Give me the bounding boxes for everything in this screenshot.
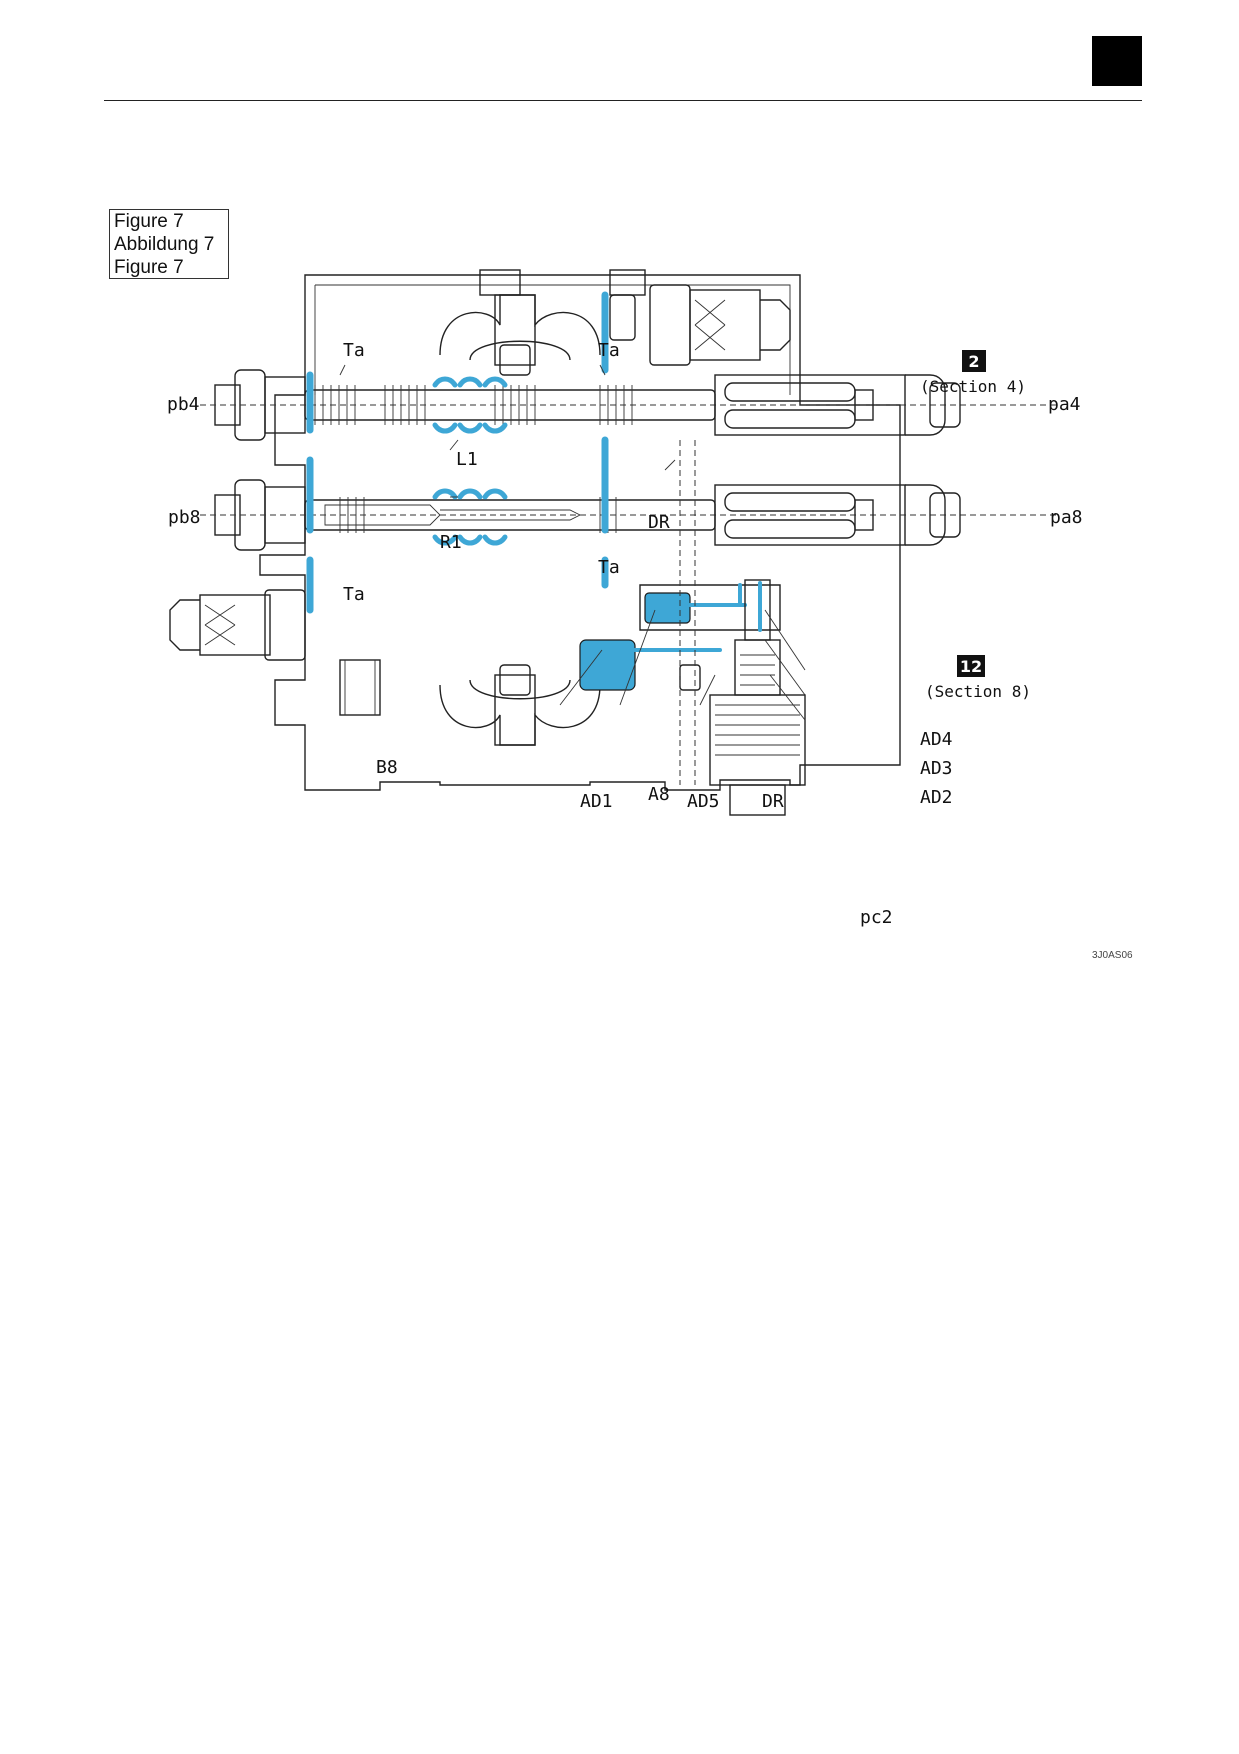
port-label-dr-bottom: DR: [762, 791, 784, 812]
corner-tab-marker: [1092, 36, 1142, 86]
port-label-ta-bottom-right: Ta: [598, 557, 620, 578]
caption-line-french: Figure 7: [114, 257, 184, 278]
port-label-pc2: pc2: [860, 907, 893, 928]
section-badge-bottom: [957, 655, 985, 677]
port-label-ta-top-left: Ta: [343, 340, 365, 361]
section-badge-top-number: 2: [968, 352, 979, 371]
port-label-l1: L1: [456, 449, 478, 470]
valve-cross-section: pb4 pa4 pb8 pa8 Ta Ta Ta Ta L1 R1 DR B8 …: [167, 269, 1083, 928]
port-label-ta-bottom-left: Ta: [343, 584, 365, 605]
caption-line-english: Figure 7: [114, 211, 184, 232]
port-label-ad3: AD3: [920, 758, 953, 779]
port-label-r1: R1: [440, 532, 462, 553]
section-ref-top: (Section 4): [920, 377, 1026, 396]
section-ref-bottom: (Section 8): [925, 682, 1031, 701]
port-label-ad4: AD4: [920, 729, 953, 750]
figure-caption: Figure 7 Abbildung 7 Figure 7: [109, 209, 229, 279]
port-label-ad2: AD2: [920, 787, 953, 808]
section-badge-top: [962, 350, 986, 372]
port-label-dr-mid: DR: [648, 512, 670, 533]
hydraulic-valve-diagram: pb4 pa4 pb8 pa8 Ta Ta Ta Ta L1 R1 DR B8 …: [140, 265, 1120, 945]
port-label-pa4: pa4: [1048, 394, 1081, 415]
port-label-pb8: pb8: [168, 507, 201, 528]
figure-reference-code: 3J0AS06: [1092, 950, 1133, 961]
port-label-ad5: AD5: [687, 791, 720, 812]
port-label-pb4: pb4: [167, 394, 200, 415]
port-label-a8: A8: [648, 784, 670, 805]
port-label-ad1: AD1: [580, 791, 613, 812]
caption-line-german: Abbildung 7: [114, 234, 215, 255]
port-label-pa8: pa8: [1050, 507, 1083, 528]
header-rule: [104, 100, 1142, 101]
section-badge-bottom-number: 12: [960, 657, 982, 676]
port-label-ta-top-right: Ta: [598, 340, 620, 361]
port-label-b8: B8: [376, 757, 398, 778]
